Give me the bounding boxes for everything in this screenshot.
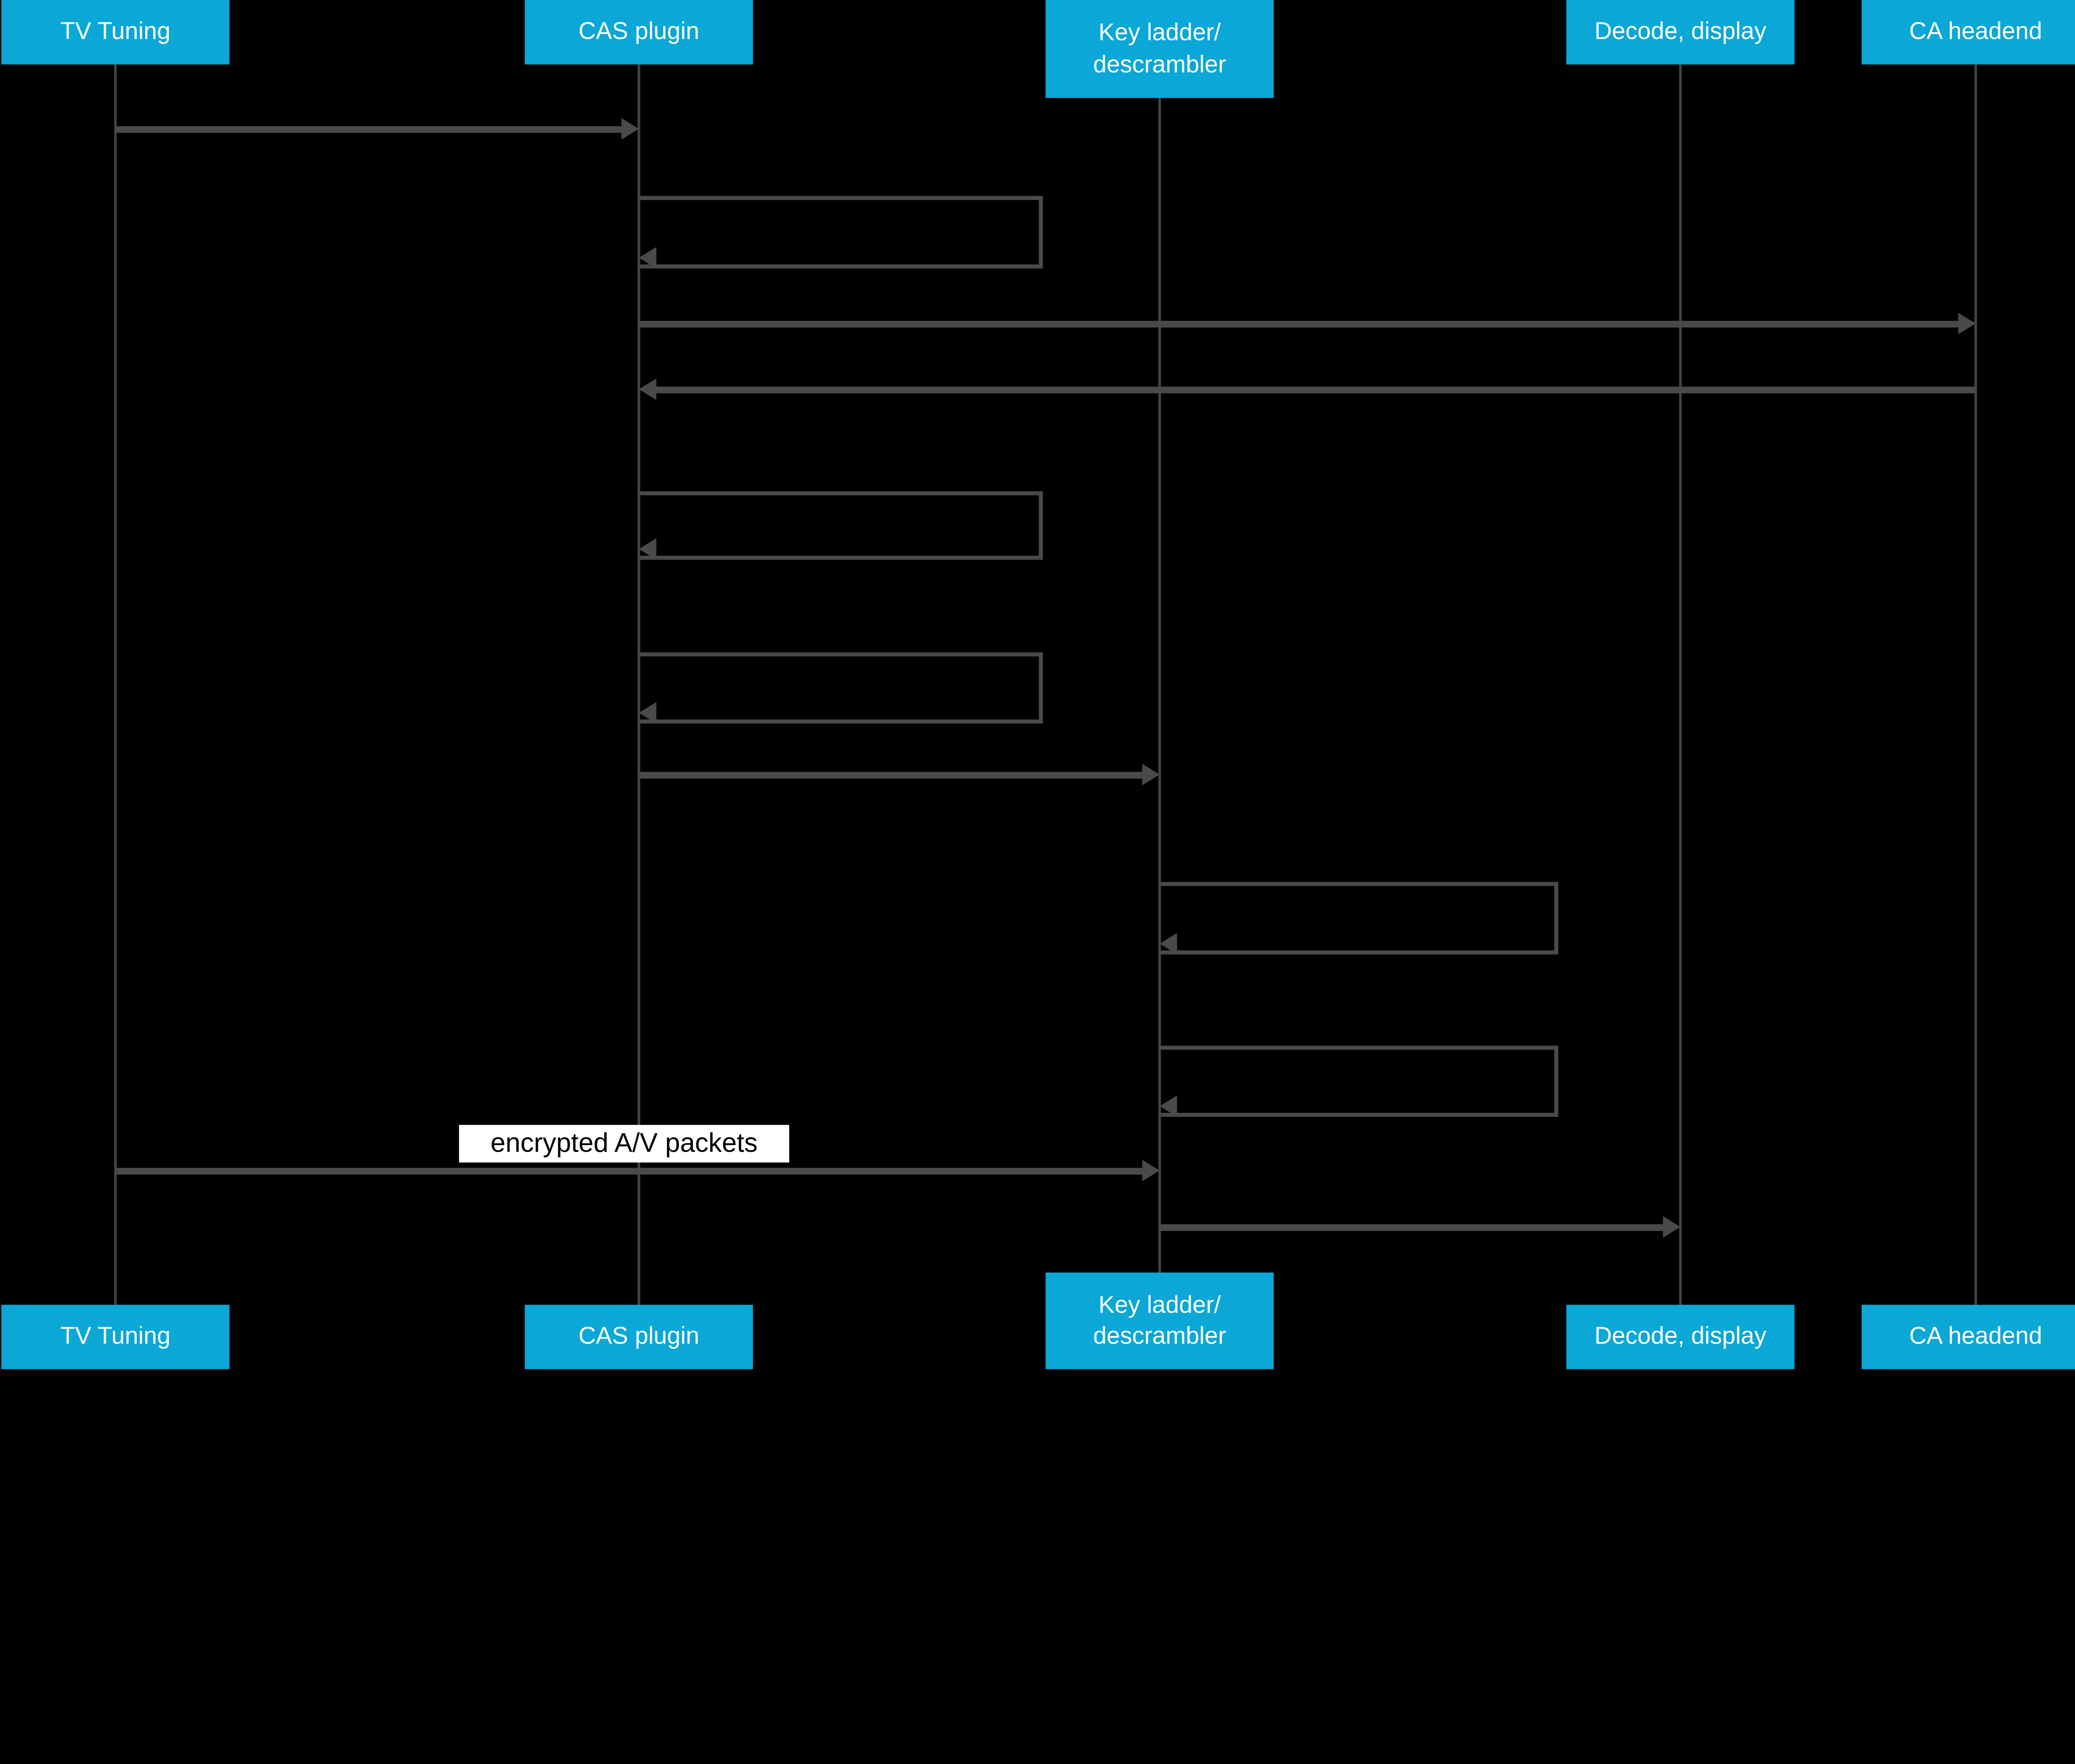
actor-bottom-ca-headend: CA headend — [1861, 1305, 2075, 1369]
arrowhead-left-icon — [639, 538, 657, 560]
arrowhead-left-icon — [639, 247, 657, 269]
actor-bottom-tv-tuning: TV Tuning — [1, 1305, 230, 1369]
actor-bottom-key-ladder: Key ladder/ descrambler — [1045, 1272, 1274, 1369]
arrowhead-right-icon — [621, 118, 639, 140]
message-arrow-tv-to-key-ladder — [115, 1168, 1142, 1175]
actor-top-cas-plugin: CAS plugin — [525, 0, 753, 65]
lifeline-tv-tuning — [114, 64, 117, 1305]
arrowhead-left-icon — [1160, 933, 1177, 955]
arrowhead-right-icon — [1142, 764, 1160, 785]
message-arrow-cas-to-ca-headend — [639, 320, 1958, 328]
self-message-cas-2 — [639, 491, 1043, 560]
actor-top-decode-display: Decode, display — [1566, 0, 1795, 65]
lifeline-ca-headend — [1974, 64, 1977, 1305]
self-message-key-ladder-2 — [1160, 1046, 1558, 1117]
message-arrow-ca-headend-to-cas — [656, 386, 1976, 393]
actor-top-key-ladder: Key ladder/ descrambler — [1045, 0, 1274, 98]
self-message-key-ladder-1 — [1160, 882, 1558, 955]
arrowhead-left-icon — [639, 702, 657, 724]
message-arrow-cas-to-key-ladder — [639, 772, 1142, 779]
message-arrow-key-ladder-to-decode — [1160, 1224, 1663, 1231]
arrowhead-left-icon — [639, 379, 657, 400]
message-label-encrypted-av-packets: encrypted A/V packets — [459, 1125, 789, 1163]
actor-bottom-decode-display: Decode, display — [1566, 1305, 1795, 1369]
arrowhead-left-icon — [1160, 1095, 1177, 1117]
arrowhead-right-icon — [1663, 1216, 1681, 1238]
sequence-diagram: TV Tuning CAS plugin Key ladder/ descram… — [1, 0, 2075, 1369]
lifeline-key-ladder — [1158, 98, 1161, 1273]
self-message-cas-1 — [639, 196, 1043, 269]
arrowhead-right-icon — [1142, 1160, 1160, 1182]
lifeline-decode-display — [1679, 64, 1682, 1305]
actor-bottom-cas-plugin: CAS plugin — [525, 1305, 753, 1369]
lifeline-cas-plugin — [637, 64, 640, 1305]
message-arrow-tv-to-cas — [115, 126, 622, 133]
actor-top-tv-tuning: TV Tuning — [1, 0, 230, 65]
actor-top-ca-headend: CA headend — [1861, 0, 2075, 65]
arrowhead-right-icon — [1958, 313, 1976, 335]
self-message-cas-3 — [639, 652, 1043, 724]
